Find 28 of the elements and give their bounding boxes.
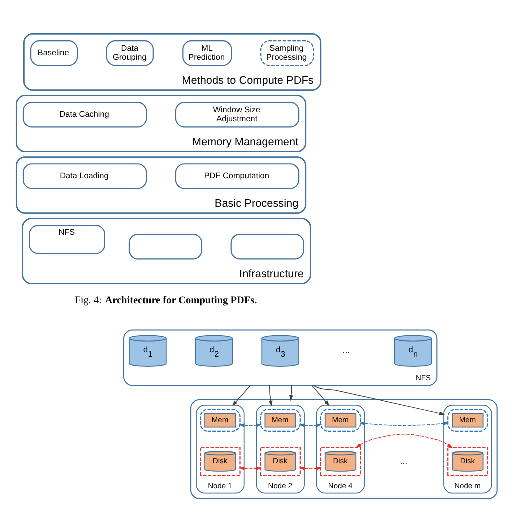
node-box: Mem — [324, 412, 357, 428]
cluster — [260, 446, 301, 476]
cluster — [448, 408, 488, 432]
arrow — [268, 384, 273, 406]
arrow — [313, 384, 446, 415]
label: ... — [400, 455, 408, 466]
cluster — [200, 446, 241, 476]
arrow — [356, 433, 453, 448]
label: Fig. 4: Architecture for Computing PDFs. — [75, 294, 258, 306]
arrow — [239, 466, 262, 470]
cluster — [320, 446, 362, 476]
node-box — [128, 233, 202, 260]
arrow — [290, 384, 294, 401]
arrow — [299, 466, 322, 470]
arrow — [232, 384, 252, 406]
node-box — [230, 233, 304, 260]
arrow — [312, 384, 330, 406]
cluster — [448, 446, 488, 476]
node-box: Mem — [264, 412, 296, 428]
label: ... — [342, 344, 350, 355]
node-box: Mem — [204, 412, 236, 428]
cluster — [260, 408, 301, 432]
cluster — [200, 408, 241, 432]
node-box: Mem — [452, 412, 484, 428]
arrow — [299, 422, 322, 427]
cluster — [320, 408, 362, 432]
arrow — [359, 421, 450, 426]
arrow — [239, 422, 262, 427]
